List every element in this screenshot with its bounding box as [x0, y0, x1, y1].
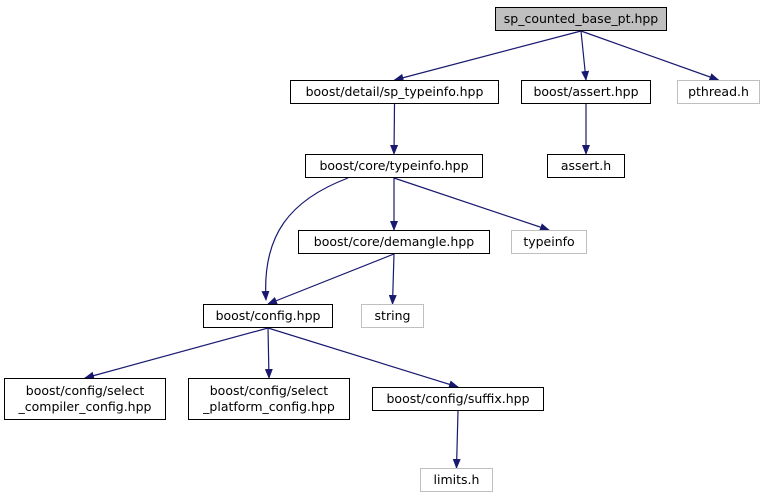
edge-core-typeinfo-to-config [261, 177, 349, 301]
edge-root-to-pthread [580, 30, 720, 81]
node-config[interactable]: boost/config.hpp [203, 304, 333, 328]
edge-config-to-select-compiler [84, 327, 269, 380]
edge-suffix-to-limits [452, 410, 461, 469]
node-string: string [361, 304, 424, 328]
node-assert-h[interactable]: assert.h [547, 154, 625, 178]
edge-core-typeinfo-to-typeinfo [393, 177, 550, 231]
edge-layer [84, 30, 720, 469]
edge-root-to-sp-typeinfo [393, 30, 582, 82]
edge-config-to-suffix [267, 327, 459, 389]
node-assert-hpp[interactable]: boost/assert.hpp [521, 80, 651, 104]
node-pthread: pthread.h [677, 80, 760, 104]
node-typeinfo: typeinfo [511, 230, 587, 254]
edge-sp-typeinfo-to-core-typeinfo [390, 103, 399, 155]
node-select-compiler[interactable]: boost/config/select _compiler_config.hpp [4, 378, 166, 420]
node-demangle[interactable]: boost/core/demangle.hpp [298, 230, 490, 254]
node-select-platform[interactable]: boost/config/select _platform_config.hpp [188, 378, 350, 420]
edge-demangle-to-config [267, 253, 395, 305]
node-limits: limits.h [420, 468, 493, 492]
node-root: sp_counted_base_pt.hpp [495, 7, 667, 31]
node-suffix[interactable]: boost/config/suffix.hpp [372, 387, 544, 411]
node-sp-typeinfo[interactable]: boost/detail/sp_typeinfo.hpp [290, 80, 499, 104]
edge-demangle-to-string [388, 253, 397, 305]
edge-root-to-assert-hpp [580, 30, 590, 81]
node-core-typeinfo[interactable]: boost/core/typeinfo.hpp [305, 154, 483, 178]
edge-config-to-select-platform [264, 327, 273, 379]
